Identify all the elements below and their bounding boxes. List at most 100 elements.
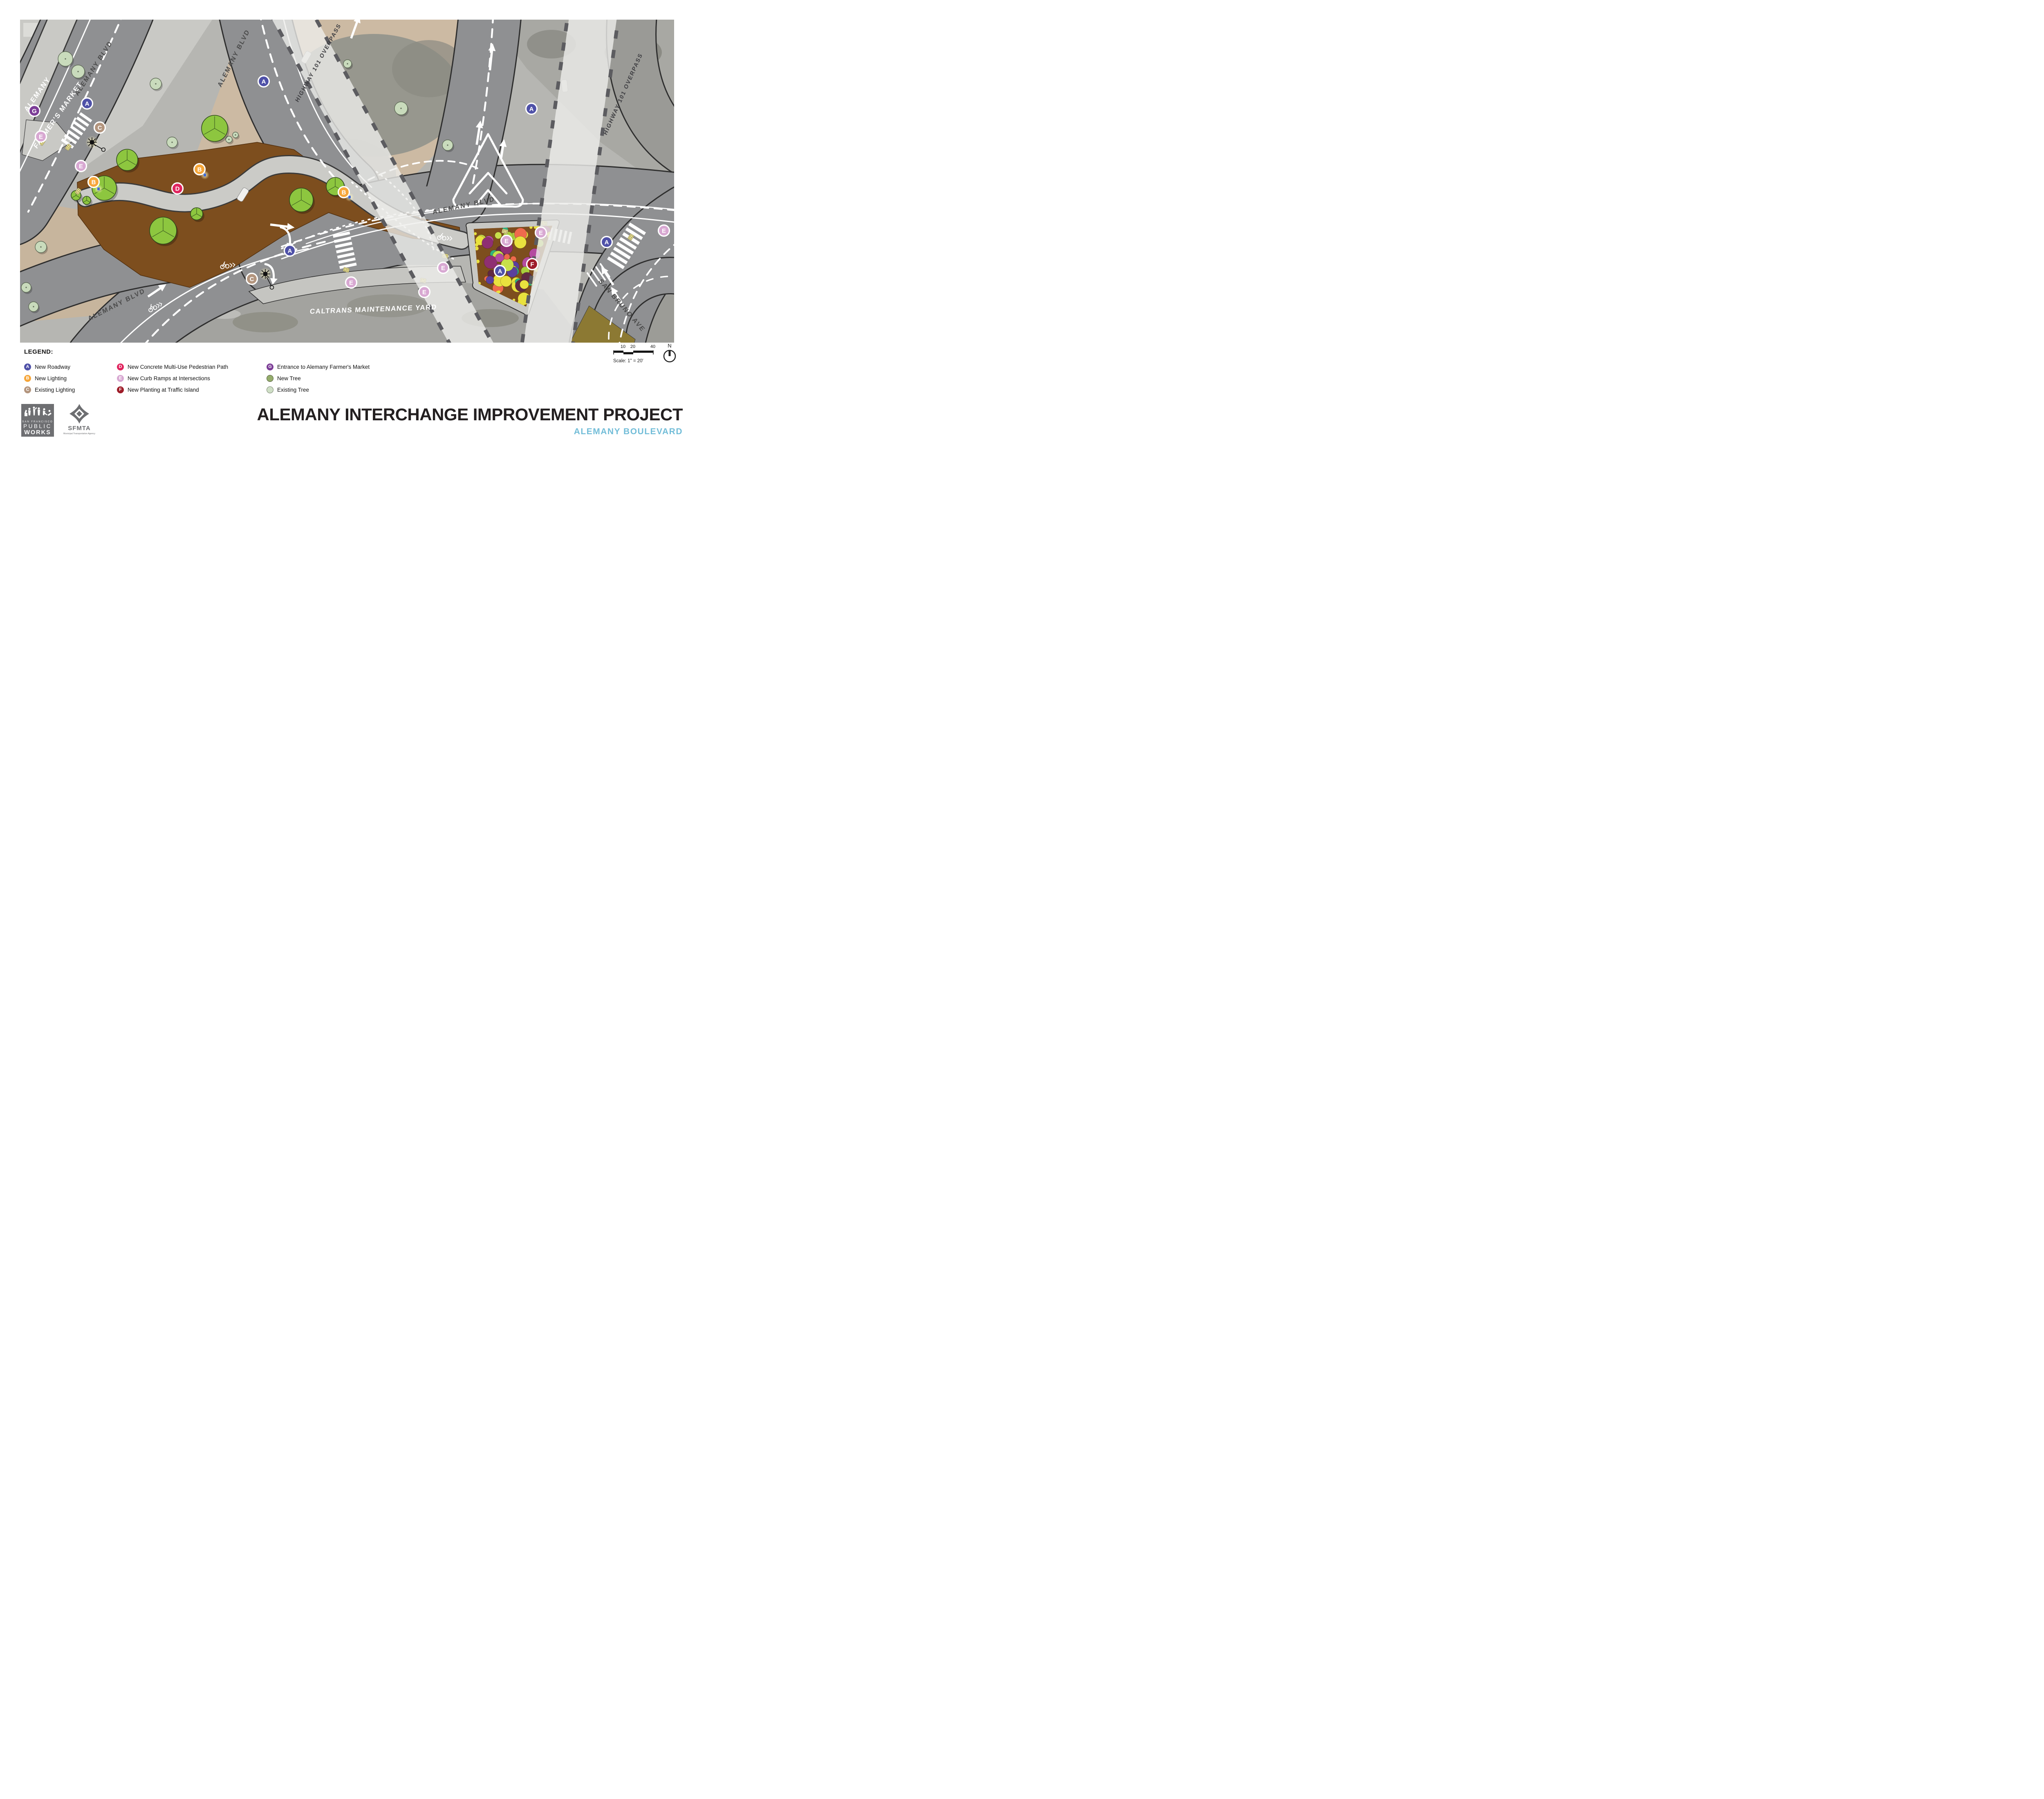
aerial-vegetation xyxy=(392,40,466,97)
map-marker-A: A xyxy=(493,265,507,278)
map-marker-B: B xyxy=(193,163,206,176)
tactile-pad xyxy=(501,229,509,234)
tactile-pad xyxy=(75,188,81,195)
highway-101-overpass xyxy=(271,20,620,343)
pw-logo-line3: WORKS xyxy=(24,429,51,436)
map-marker-E: E xyxy=(500,234,513,247)
agency-logos: SAN FRANCISCO PUBLIC WORKS SFMTA Municip… xyxy=(21,404,98,437)
svg-text:D: D xyxy=(175,186,180,193)
existing-tree xyxy=(394,101,409,117)
tactile-pad xyxy=(628,233,634,241)
svg-text:B: B xyxy=(92,179,96,186)
map-marker-A: A xyxy=(600,236,613,249)
title-block: ALEMANY INTERCHANGE IMPROVEMENT PROJECT … xyxy=(257,406,683,437)
new-tree xyxy=(116,149,139,173)
planting-dot xyxy=(474,232,477,236)
svg-text:G: G xyxy=(32,108,37,115)
map-marker-G: G xyxy=(28,104,41,117)
scale-bar-numbers: 10 20 40 xyxy=(613,344,666,350)
legend-heading: LEGEND: xyxy=(24,348,53,355)
svg-text:E: E xyxy=(504,238,509,245)
lane-arrow xyxy=(499,139,507,158)
scale-tick-label: 40 xyxy=(650,344,656,349)
existing-tree xyxy=(442,139,454,152)
svg-text:A: A xyxy=(605,239,609,246)
legend-key-C: C xyxy=(24,386,31,393)
new-tree xyxy=(92,175,118,202)
sheet-title: ALEMANY INTERCHANGE IMPROVEMENT PROJECT xyxy=(257,405,683,424)
map-marker-B: B xyxy=(87,175,100,188)
bike-symbols xyxy=(148,233,453,312)
existing-streetlight-icon xyxy=(259,267,274,290)
existing-tree xyxy=(71,65,86,80)
svg-text:E: E xyxy=(441,265,445,272)
compass-north-label: N xyxy=(668,343,671,349)
existing-tree xyxy=(225,136,233,144)
new-tree xyxy=(201,115,229,144)
tree-existing-swatch xyxy=(267,386,273,393)
lane-arrow xyxy=(147,284,166,298)
legend-key-F: F xyxy=(117,386,124,393)
existing-tree xyxy=(21,282,32,294)
trees xyxy=(21,51,454,313)
sfmta-tagline: Municipal Transportation Agency xyxy=(63,433,95,435)
pw-logo-line2: PUBLIC xyxy=(23,423,52,429)
svg-text:A: A xyxy=(529,106,534,113)
svg-text:E: E xyxy=(39,134,43,141)
north-compass: N xyxy=(661,343,679,367)
aerial-trees-blob xyxy=(527,30,576,58)
svg-text:A: A xyxy=(262,79,266,85)
planting-circle xyxy=(484,255,498,269)
legend-label: New Concrete Multi-Use Pedestrian Path xyxy=(128,363,229,370)
legend-item: D New Concrete Multi-Use Pedestrian Path xyxy=(117,363,228,370)
yard-texture xyxy=(233,312,298,332)
svg-text:B: B xyxy=(197,166,202,173)
map-marker-C: C xyxy=(245,272,258,285)
scale-tick-label: 20 xyxy=(630,344,636,349)
legend-key-A: A xyxy=(24,363,31,370)
scale-caption: Scale: 1" = 20' xyxy=(613,359,643,363)
existing-tree xyxy=(28,301,40,313)
sheet-subtitle: ALEMANY BOULEVARD xyxy=(574,427,683,436)
svg-text:A: A xyxy=(85,101,90,108)
lane-arrow xyxy=(488,43,496,71)
legend-item: C Existing Lighting xyxy=(24,386,75,393)
legend-key-G: G xyxy=(267,363,273,370)
legend-key-B: B xyxy=(24,375,31,382)
existing-tree xyxy=(166,137,179,149)
legend-item: G Entrance to Alemany Farmer's Market xyxy=(267,363,370,370)
planting-circle xyxy=(482,237,493,249)
sfmta-logo: SFMTA Municipal Transportation Agency xyxy=(63,404,95,435)
new-tree xyxy=(190,207,204,222)
legend-key-D: D xyxy=(117,363,124,370)
scale-bar-graphic xyxy=(613,350,654,354)
svg-text:E: E xyxy=(79,163,83,170)
sf-public-works-logo: SAN FRANCISCO PUBLIC WORKS xyxy=(21,404,54,437)
planting-dot xyxy=(475,243,479,247)
legend-key-E: E xyxy=(117,375,124,382)
legend-label: Existing Lighting xyxy=(35,386,75,393)
tactile-pad xyxy=(343,267,350,273)
lane-arrow xyxy=(475,120,483,145)
map-marker-C: C xyxy=(93,121,106,134)
lane-arrow xyxy=(270,223,295,231)
lane-arrow xyxy=(350,20,361,39)
map-marker-F: F xyxy=(526,258,539,271)
sfmta-name: SFMTA xyxy=(68,425,91,432)
existing-tree xyxy=(232,132,240,139)
bike-lane-icon xyxy=(148,302,162,312)
map-marker-D: D xyxy=(171,182,184,195)
legend-label: Entrance to Alemany Farmer's Market xyxy=(277,363,370,370)
streetlights xyxy=(85,136,354,290)
svg-text:A: A xyxy=(498,268,502,275)
map-marker-E: E xyxy=(437,261,450,274)
existing-tree xyxy=(150,78,163,91)
planting-circle xyxy=(500,275,512,287)
